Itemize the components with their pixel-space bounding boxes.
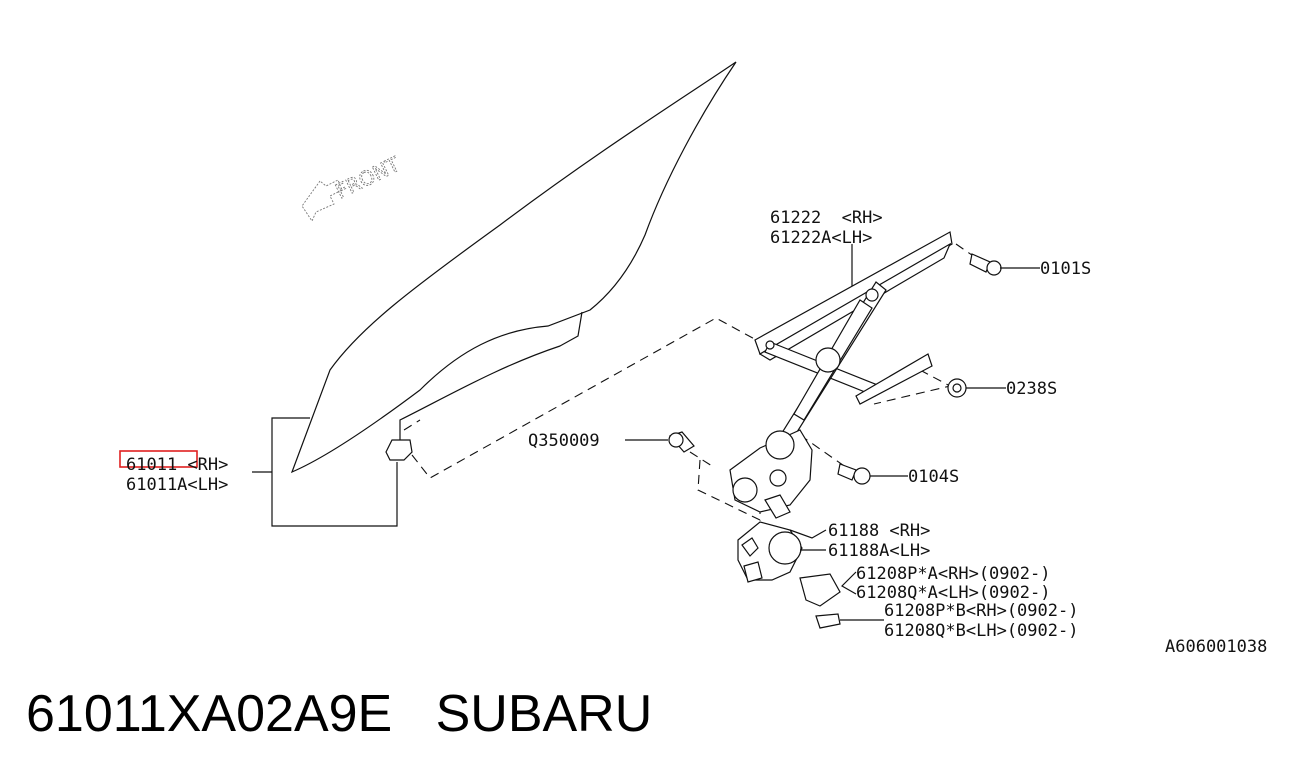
window-motor [737, 521, 803, 583]
bolt-0101s [969, 253, 1002, 276]
bolt-0104s [837, 463, 871, 485]
callout-bracket-pb-rh[interactable]: 61208P*B<RH>(0902-) [884, 601, 1078, 621]
callout-regulator-lh[interactable]: 61222A<LH> [770, 228, 872, 248]
glass-callout-box [271, 417, 398, 527]
bracket-a-leader [841, 571, 857, 595]
callout-screw-q350009[interactable]: Q350009 [528, 431, 600, 451]
callout-glass-lh[interactable]: 61011A<LH> [126, 475, 228, 495]
screw-q350009-dash [689, 451, 713, 467]
footer-brand: SUBARU [435, 685, 653, 743]
window-regulator [729, 231, 953, 519]
callout-bracket-qa-lh[interactable]: 61208Q*A<LH>(0902-) [856, 583, 1050, 603]
callout-glass-rh[interactable]: 61011 <RH> [126, 455, 228, 475]
footer-part-number: 61011XA02A9E [26, 685, 393, 743]
callout-regulator-rh[interactable]: 61222 <RH> [770, 208, 883, 228]
callout-motor-lh[interactable]: 61188A<LH> [828, 541, 930, 561]
glass-holder [385, 439, 413, 461]
nut-0238s [947, 378, 967, 398]
highlight-box [119, 450, 198, 468]
glass-to-regulator-dash [411, 317, 761, 479]
glass-lower-edge [399, 311, 583, 440]
bracket-b [815, 613, 841, 629]
front-arrow-label: FRONT [332, 152, 405, 204]
callout-bolt-0104s[interactable]: 0104S [908, 467, 959, 487]
door-glass [290, 61, 737, 474]
callout-bracket-pa-rh[interactable]: 61208P*A<RH>(0902-) [856, 564, 1050, 584]
footer-title: 61011XA02A9E SUBARU [26, 684, 652, 744]
screw-q350009 [668, 431, 695, 453]
bolt-0101s-dash [955, 243, 983, 263]
front-arrow: FRONT [301, 151, 405, 222]
callout-bolt-0101s[interactable]: 0101S [1040, 259, 1091, 279]
callout-nut-0238s[interactable]: 0238S [1006, 379, 1057, 399]
figure-code: A606001038 [1165, 637, 1267, 657]
glass-holder-dash [403, 419, 421, 431]
callout-bracket-qb-lh[interactable]: 61208Q*B<LH>(0902-) [884, 621, 1078, 641]
callout-motor-rh[interactable]: 61188 <RH> [828, 521, 930, 541]
motor-rh-leader [789, 529, 827, 539]
bracket-a [799, 573, 841, 607]
